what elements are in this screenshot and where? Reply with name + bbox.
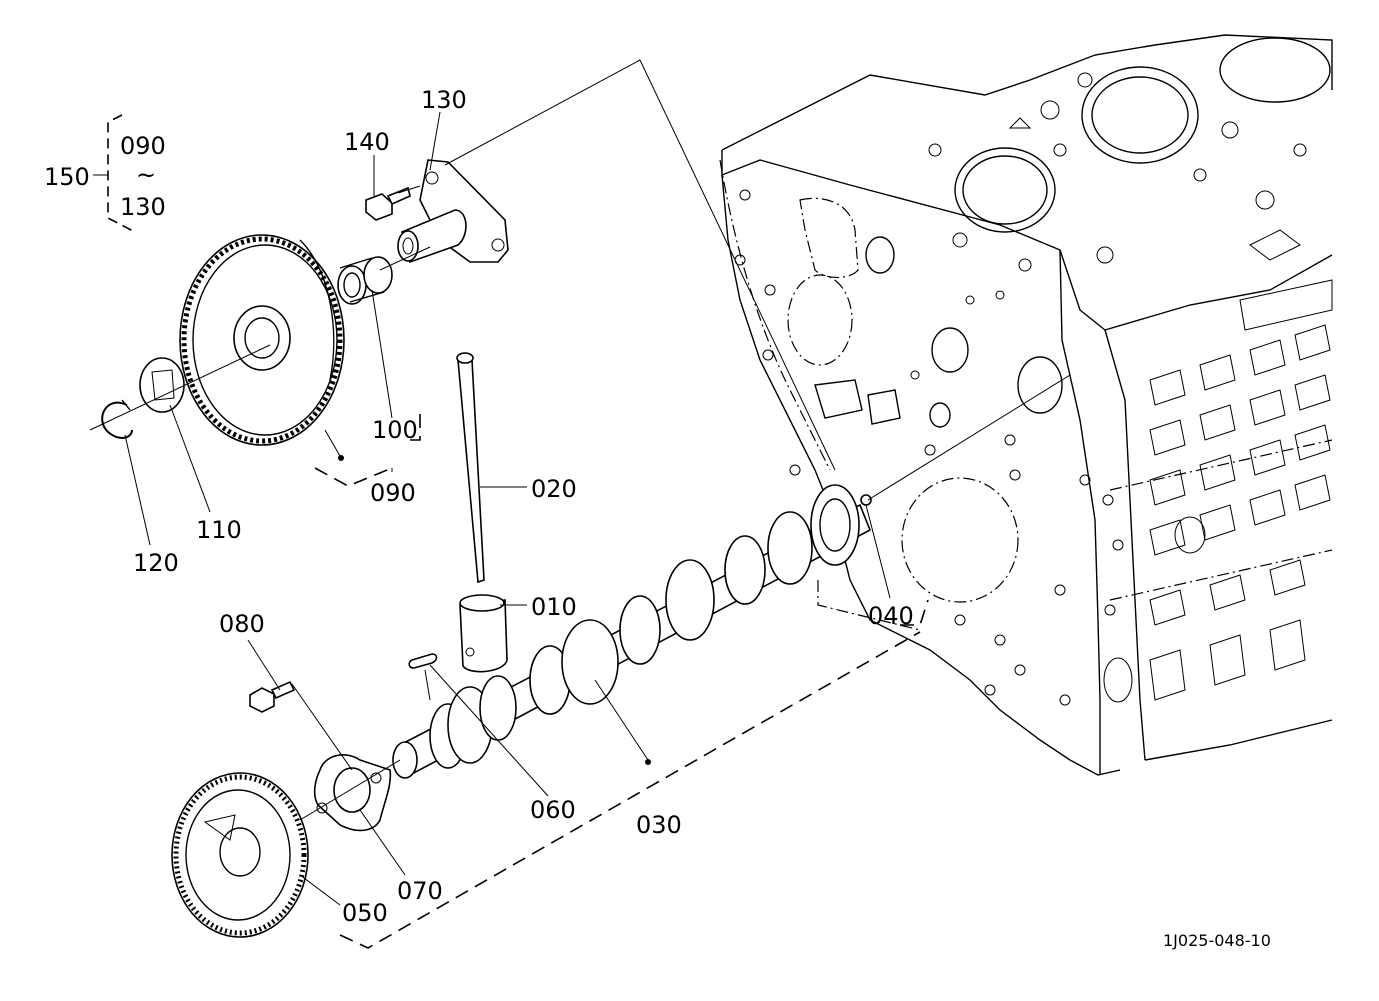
label-range-from: 090 — [120, 132, 166, 160]
leader-lines — [93, 59, 1071, 949]
label-010: 010 — [531, 593, 577, 621]
label-050: 050 — [342, 899, 388, 927]
feather-key — [408, 653, 438, 669]
label-110: 110 — [196, 516, 242, 544]
label-060: 060 — [530, 796, 576, 824]
label-150: 150 — [44, 163, 90, 191]
idle-gear — [179, 234, 345, 446]
label-020: 020 — [531, 475, 577, 503]
figure-code: 1J025-048-10 — [1163, 931, 1271, 950]
label-090: 090 — [370, 479, 416, 507]
label-range-to: 130 — [120, 193, 166, 221]
part-labels: 130 140 150 090 ~ 130 100 090 110 120 02… — [44, 86, 1271, 950]
camshaft-stopper — [313, 754, 392, 832]
label-070: 070 — [397, 877, 443, 905]
label-100: 100 — [372, 416, 418, 444]
idle-gear-bushing — [337, 256, 393, 305]
label-120: 120 — [133, 549, 179, 577]
thrust-washer — [139, 357, 185, 413]
stopper-bolt — [249, 680, 296, 713]
camshaft — [392, 484, 872, 779]
label-140: 140 — [344, 128, 390, 156]
idle-gear-shaft-plate — [397, 159, 509, 264]
label-040: 040 — [868, 602, 914, 630]
snap-ring — [101, 399, 133, 439]
block-phantom-lower — [817, 580, 921, 631]
label-030: 030 — [636, 811, 682, 839]
label-080: 080 — [219, 610, 265, 638]
camshaft-gear — [171, 772, 309, 938]
tappet — [459, 594, 508, 673]
label-130: 130 — [421, 86, 467, 114]
label-range-sep: ~ — [136, 161, 156, 189]
push-rod — [456, 352, 485, 584]
front-cover-phantom — [719, 159, 831, 471]
shaft-bolt — [365, 186, 411, 221]
engine-block — [721, 34, 1333, 776]
